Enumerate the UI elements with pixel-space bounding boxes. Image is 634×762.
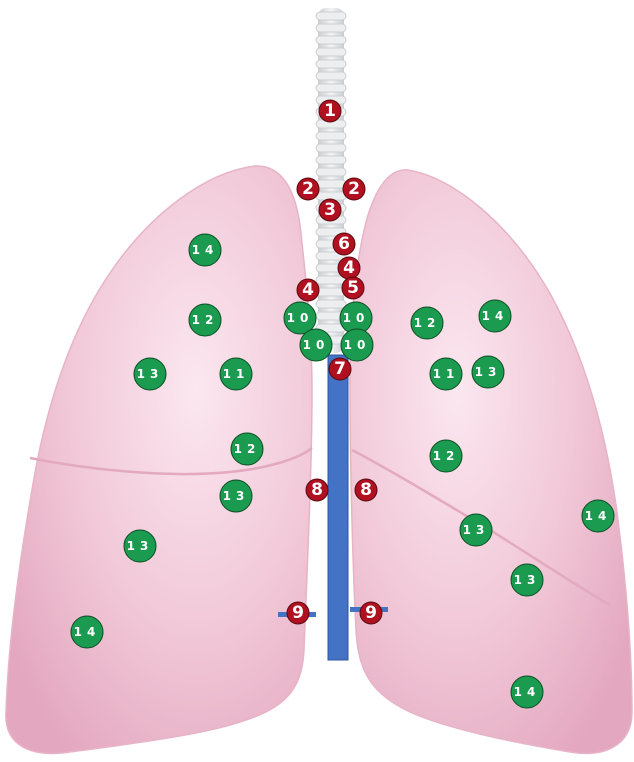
station-label: 10 xyxy=(343,311,370,325)
station-pulmonary-12: 12 xyxy=(430,440,462,472)
station-label: 13 xyxy=(463,523,490,537)
station-pulmonary-13: 13 xyxy=(134,358,166,390)
station-mediastinal-5: 5 xyxy=(342,277,364,299)
station-mediastinal-9: 9 xyxy=(287,602,309,624)
station-label: 2 xyxy=(302,179,314,199)
trachea-ring xyxy=(316,24,346,32)
station-label: 12 xyxy=(433,449,460,463)
trachea-ring xyxy=(316,72,346,80)
station-label: 3 xyxy=(324,200,336,220)
station-label: 11 xyxy=(433,367,460,381)
station-label: 1 xyxy=(324,101,336,121)
station-label: 9 xyxy=(365,603,377,623)
station-label: 8 xyxy=(360,480,372,500)
station-mediastinal-8: 8 xyxy=(355,479,377,501)
trachea xyxy=(316,8,346,353)
station-label: 10 xyxy=(303,338,330,352)
station-label: 4 xyxy=(343,258,355,278)
station-pulmonary-11: 11 xyxy=(430,358,462,390)
station-label: 14 xyxy=(585,509,612,523)
station-label: 4 xyxy=(302,280,314,300)
trachea-ring xyxy=(316,144,346,152)
trachea-ring xyxy=(316,180,346,188)
station-label: 6 xyxy=(338,234,350,254)
station-pulmonary-12: 12 xyxy=(189,304,221,336)
station-mediastinal-4: 4 xyxy=(297,279,319,301)
trachea-ring xyxy=(316,276,346,284)
station-pulmonary-10: 10 xyxy=(300,329,332,361)
left-lung-shape xyxy=(6,166,312,753)
station-mediastinal-4: 4 xyxy=(338,257,360,279)
station-pulmonary-10: 10 xyxy=(284,302,316,334)
station-label: 7 xyxy=(334,359,346,379)
station-label: 5 xyxy=(347,278,359,298)
station-label: 2 xyxy=(348,179,360,199)
station-label: 14 xyxy=(514,685,541,699)
esophagus-bar xyxy=(328,355,348,660)
station-mediastinal-7: 7 xyxy=(329,358,351,380)
station-mediastinal-8: 8 xyxy=(306,479,328,501)
station-label: 13 xyxy=(223,489,250,503)
trachea-ring xyxy=(316,36,346,44)
station-label: 14 xyxy=(192,243,219,257)
trachea-ring xyxy=(316,60,346,68)
trachea-ring xyxy=(316,156,346,164)
station-label: 9 xyxy=(292,603,304,623)
station-label: 8 xyxy=(311,480,323,500)
station-pulmonary-11: 11 xyxy=(220,358,252,390)
station-label: 10 xyxy=(287,311,314,325)
station-pulmonary-13: 13 xyxy=(511,564,543,596)
station-pulmonary-13: 13 xyxy=(220,480,252,512)
left-lung xyxy=(6,166,312,753)
station-pulmonary-14: 14 xyxy=(189,234,221,266)
station-mediastinal-6: 6 xyxy=(333,233,355,255)
station-pulmonary-14: 14 xyxy=(479,300,511,332)
right-lung-shape xyxy=(350,170,632,754)
station-mediastinal-2: 2 xyxy=(343,178,365,200)
station-label: 12 xyxy=(192,313,219,327)
trachea-ring xyxy=(316,168,346,176)
trachea-ring xyxy=(316,132,346,140)
station-label: 14 xyxy=(482,309,509,323)
station-label: 13 xyxy=(514,573,541,587)
right-lung xyxy=(350,170,632,754)
station-label: 10 xyxy=(344,338,371,352)
station-label: 13 xyxy=(137,367,164,381)
station-label: 11 xyxy=(223,367,250,381)
station-label: 12 xyxy=(234,442,261,456)
station-label: 12 xyxy=(414,316,441,330)
trachea-ring xyxy=(316,12,346,20)
station-pulmonary-13: 13 xyxy=(124,530,156,562)
station-label: 13 xyxy=(475,365,502,379)
station-mediastinal-9: 9 xyxy=(360,602,382,624)
station-mediastinal-3: 3 xyxy=(319,199,341,221)
trachea-ring xyxy=(316,84,346,92)
station-pulmonary-12: 12 xyxy=(411,307,443,339)
station-pulmonary-14: 14 xyxy=(511,676,543,708)
station-mediastinal-2: 2 xyxy=(297,178,319,200)
trachea-ring xyxy=(316,288,346,296)
station-label: 13 xyxy=(127,539,154,553)
station-pulmonary-14: 14 xyxy=(71,616,103,648)
station-label: 14 xyxy=(74,625,101,639)
station-pulmonary-13: 13 xyxy=(460,514,492,546)
trachea-ring xyxy=(316,48,346,56)
station-pulmonary-12: 12 xyxy=(231,433,263,465)
station-pulmonary-10: 10 xyxy=(341,329,373,361)
station-pulmonary-13: 13 xyxy=(472,356,504,388)
trachea-ring xyxy=(316,300,346,308)
station-mediastinal-1: 1 xyxy=(319,100,341,122)
station-pulmonary-14: 14 xyxy=(582,500,614,532)
